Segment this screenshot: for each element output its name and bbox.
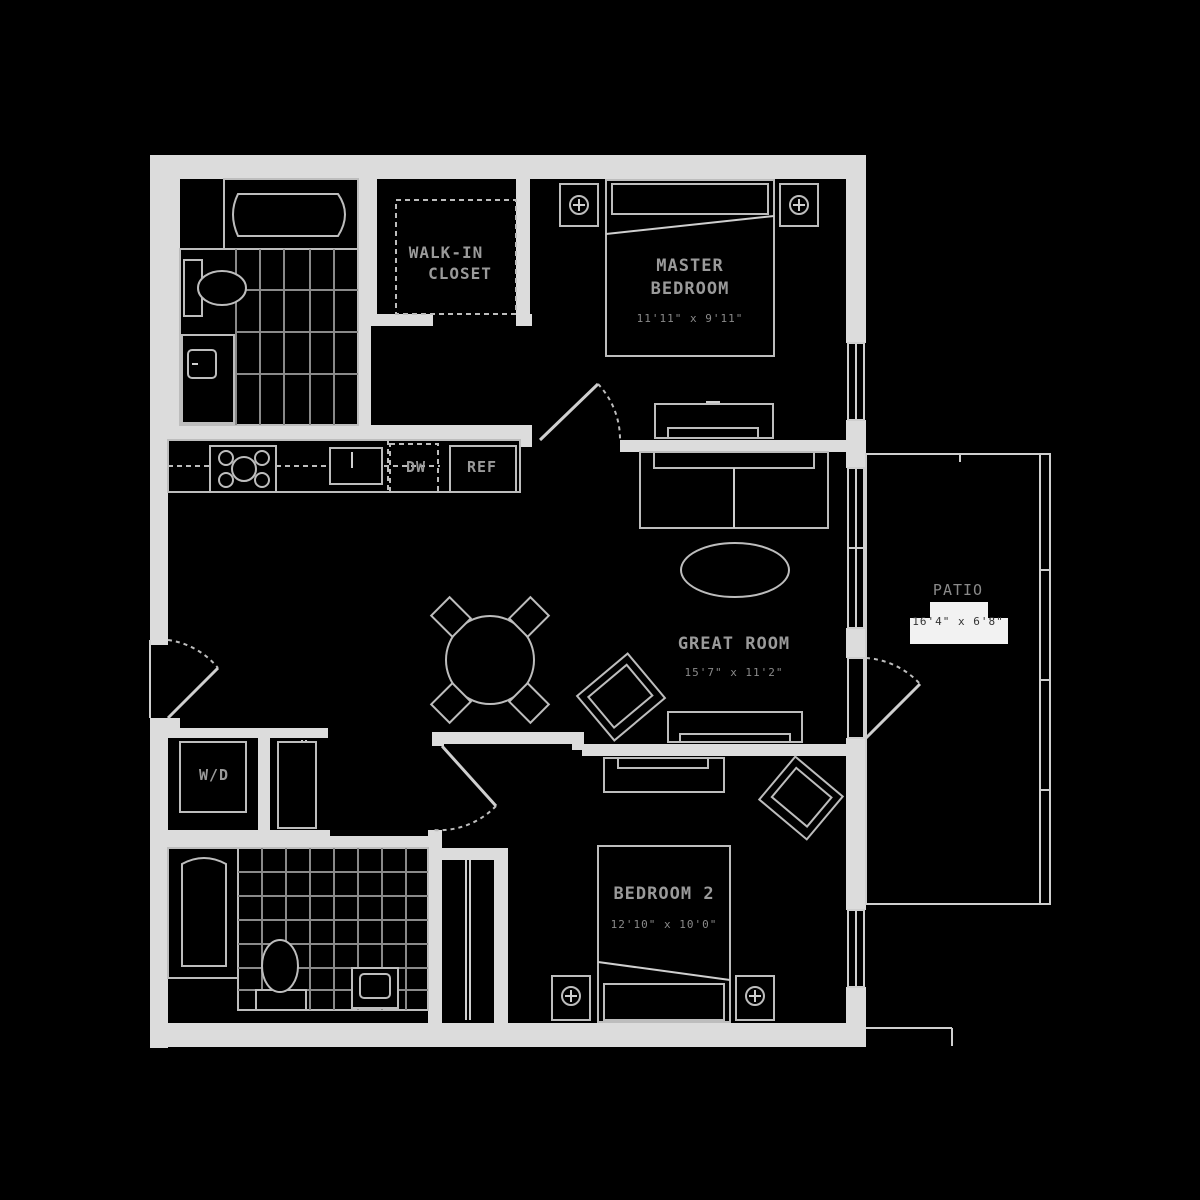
- kitchen: DW REF: [167, 439, 521, 493]
- bedroom-2-label: BEDROOM 2: [613, 884, 714, 904]
- interior-walls: [168, 179, 850, 1030]
- bedroom-2: BEDROOM 2 12'10" x 10'0": [551, 755, 845, 1023]
- refrigerator-label: REF: [467, 458, 497, 476]
- master-bath: [179, 178, 359, 426]
- dishwasher-label: DW: [406, 458, 426, 476]
- patio-labels: PATIO 16'4" x 6'8": [912, 581, 1003, 628]
- master-bedroom: MASTER BEDROOM 11'11" x 9'11": [559, 179, 819, 439]
- great-room-label: GREAT ROOM: [678, 634, 790, 654]
- walk-in-closet-label-2: CLOSET: [428, 264, 492, 283]
- patio-size: 16'4" x 6'8": [912, 615, 1003, 628]
- exterior-walls: [150, 155, 866, 1048]
- windows: [847, 342, 865, 988]
- great-room: GREAT ROOM 15'7" x 11'2": [429, 451, 829, 743]
- walk-in-closet: WALK-IN CLOSET: [395, 199, 517, 315]
- patio-label: PATIO: [933, 581, 983, 599]
- bathroom-2: [167, 847, 429, 1011]
- master-bedroom-label-2: BEDROOM: [651, 279, 730, 299]
- great-room-size: 15'7" x 11'2": [684, 666, 783, 679]
- washer-dryer-label: W/D: [199, 766, 229, 784]
- laundry: W/D: [179, 741, 317, 829]
- master-bedroom-size: 11'11" x 9'11": [637, 312, 744, 325]
- patio: [865, 453, 1051, 1046]
- master-bedroom-label-1: MASTER: [656, 256, 723, 276]
- walk-in-closet-label-1: WALK-IN: [409, 243, 483, 262]
- bedroom-2-size: 12'10" x 10'0": [611, 918, 718, 931]
